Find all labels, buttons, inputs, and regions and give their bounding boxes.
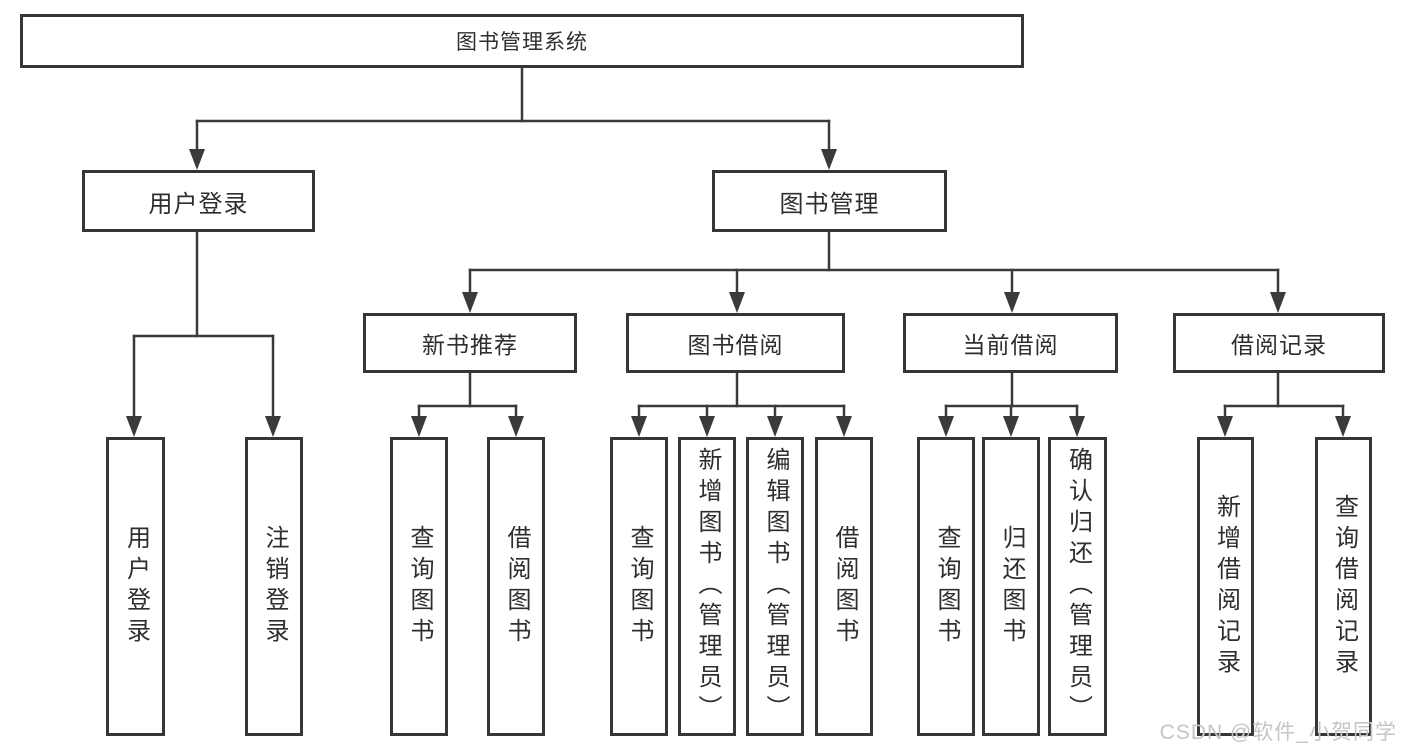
node-book-borrow: 图书借阅 (626, 313, 845, 373)
arrowhead-icon (938, 416, 954, 437)
node-root: 图书管理系统 (20, 14, 1024, 68)
leaf-query-books-1-label: 查询图书 (406, 524, 433, 649)
arrowhead-icon (1004, 292, 1020, 313)
leaf-return-books-label: 归还图书 (998, 524, 1025, 649)
leaf-logout-label: 注销登录 (261, 524, 288, 649)
leaf-borrow-books-1-label: 借阅图书 (503, 524, 530, 649)
arrowhead-icon (1335, 416, 1351, 437)
node-new-book-recommend-label: 新书推荐 (422, 332, 518, 358)
node-new-book-recommend: 新书推荐 (363, 313, 577, 373)
leaf-borrow-books-2-label: 借阅图书 (831, 524, 858, 649)
leaf-edit-books-admin-label: 编辑图书（管理员） (762, 447, 789, 726)
leaf-borrow-books-2: 借阅图书 (815, 437, 873, 736)
leaf-add-books-admin: 新增图书（管理员） (678, 437, 736, 736)
node-current-borrow: 当前借阅 (903, 313, 1118, 373)
arrowhead-icon (189, 149, 205, 170)
leaf-user-login: 用户登录 (106, 437, 165, 736)
leaf-add-books-admin-label: 新增图书（管理员） (694, 447, 721, 726)
arrowhead-icon (821, 149, 837, 170)
arrowhead-icon (767, 416, 783, 437)
node-root-label: 图书管理系统 (456, 31, 588, 54)
arrowhead-icon (462, 292, 478, 313)
node-user-login: 用户登录 (82, 170, 315, 232)
arrowhead-icon (1069, 416, 1085, 437)
leaf-add-borrow-record: 新增借阅记录 (1197, 437, 1254, 736)
node-current-borrow-label: 当前借阅 (962, 332, 1059, 358)
arrowhead-icon (699, 416, 715, 437)
node-book-management: 图书管理 (712, 170, 947, 232)
arrowhead-icon (729, 292, 745, 313)
leaf-borrow-books-1: 借阅图书 (487, 437, 545, 736)
leaf-confirm-return-admin: 确认归还（管理员） (1048, 437, 1107, 736)
arrowhead-icon (508, 416, 524, 437)
arrowhead-icon (1217, 416, 1233, 437)
leaf-user-login-label: 用户登录 (122, 524, 150, 649)
node-borrow-records: 借阅记录 (1173, 313, 1385, 373)
leaf-query-borrow-record-label: 查询借阅记录 (1330, 493, 1358, 680)
leaf-add-borrow-record-label: 新增借阅记录 (1212, 493, 1240, 680)
arrowhead-icon (1003, 416, 1019, 437)
arrowhead-icon (836, 416, 852, 437)
leaf-query-books-2: 查询图书 (610, 437, 668, 736)
leaf-confirm-return-admin-label: 确认归还（管理员） (1064, 447, 1092, 726)
arrowhead-icon (265, 416, 281, 437)
node-book-management-label: 图书管理 (779, 190, 880, 218)
leaf-query-books-2-label: 查询图书 (626, 524, 653, 649)
node-book-borrow-label: 图书借阅 (687, 332, 784, 358)
leaf-edit-books-admin: 编辑图书（管理员） (746, 437, 804, 736)
node-borrow-records-label: 借阅记录 (1231, 332, 1327, 358)
arrowhead-icon (1270, 292, 1286, 313)
csdn-watermark: CSDN @软件_小贺同学 (1159, 721, 1397, 744)
leaf-query-books-3: 查询图书 (917, 437, 975, 736)
arrowhead-icon (411, 416, 427, 437)
leaf-query-borrow-record: 查询借阅记录 (1315, 437, 1372, 736)
leaf-query-books-3-label: 查询图书 (933, 524, 960, 649)
leaf-logout: 注销登录 (245, 437, 303, 736)
leaf-query-books-1: 查询图书 (390, 437, 448, 736)
arrowhead-icon (126, 416, 142, 437)
arrowhead-icon (631, 416, 647, 437)
node-user-login-label: 用户登录 (148, 190, 249, 218)
leaf-return-books: 归还图书 (982, 437, 1040, 736)
